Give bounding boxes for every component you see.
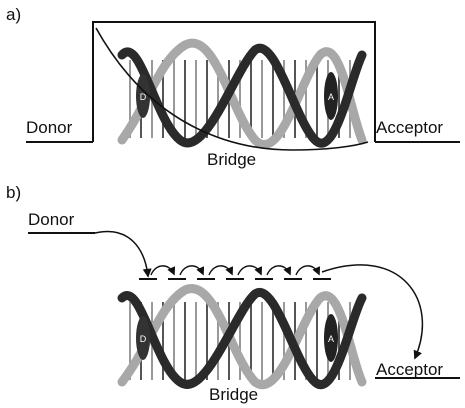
panel-b: D A xyxy=(28,231,460,384)
panel-b-donor-base-letter: D xyxy=(140,334,147,344)
hop-arrow xyxy=(267,266,290,275)
panel-b-hopping-sites xyxy=(139,266,331,279)
hop-arrow xyxy=(151,266,174,275)
panel-b-dna-helix: D A xyxy=(122,289,362,385)
panel-a-acceptor-base-letter: A xyxy=(328,92,334,102)
panel-b-acceptor-base-letter: A xyxy=(328,334,334,344)
panel-a: D A xyxy=(26,22,460,150)
hop-arrow xyxy=(209,266,232,275)
panel-b-injection-arrow xyxy=(95,231,148,276)
hop-arrow xyxy=(238,266,261,275)
hop-arrow xyxy=(296,266,319,275)
panel-a-dna-helix: D A xyxy=(122,43,362,144)
hop-arrow xyxy=(180,266,203,275)
